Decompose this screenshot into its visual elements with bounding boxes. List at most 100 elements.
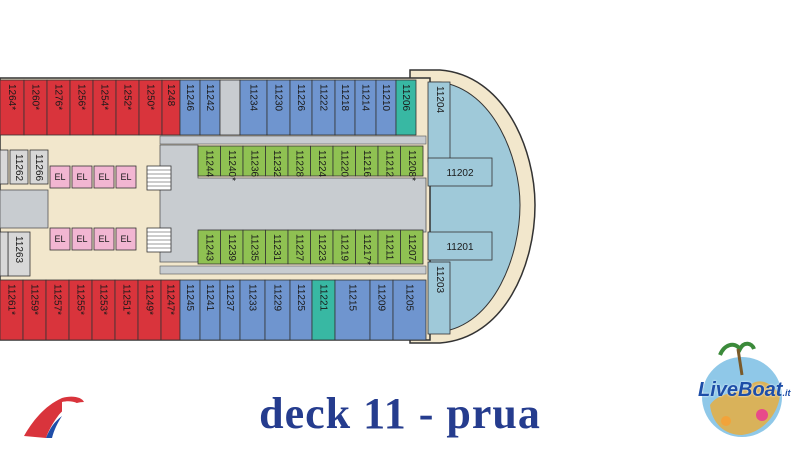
cabin-bottom-11[interactable]: 11233: [239, 279, 266, 341]
cabin-bottom-1[interactable]: 11259*: [22, 279, 47, 341]
cabin-bottom-8[interactable]: 11245: [179, 279, 201, 341]
cabin-inner-top-9[interactable]: 11208*: [400, 145, 424, 181]
elevator-box: [71, 227, 93, 251]
cabin-bottom-0[interactable]: 11261*: [0, 279, 24, 341]
cabin-number: 1264*: [6, 84, 17, 110]
cabin-top-8[interactable]: 11246: [179, 79, 201, 136]
cabin-left-2[interactable]: 11263: [7, 231, 31, 277]
cabin-inner-bottom-0[interactable]: 11243: [197, 229, 221, 265]
cabin-inner-bottom-8[interactable]: 11211: [377, 229, 401, 265]
cabin-number: 1248: [165, 84, 176, 107]
cabin-left-1[interactable]: 11266: [29, 149, 49, 185]
elevator-label: EL: [120, 234, 131, 244]
cabin-top-2[interactable]: 1276*: [46, 79, 71, 136]
cabin-number: 11205: [404, 284, 415, 312]
cabin-top-15[interactable]: 11218: [334, 79, 356, 136]
cabin-bottom-3[interactable]: 11255*: [68, 279, 93, 341]
cabin-inner-bottom-3[interactable]: 11231: [265, 229, 289, 265]
cabin-number: 11215: [347, 284, 358, 312]
cabin-number: 11241: [204, 284, 215, 312]
cabin-number: 1276*: [53, 84, 64, 110]
cabin-top-12[interactable]: 11230: [266, 79, 291, 136]
cabin-number: 11262: [13, 154, 24, 182]
cabin-top-17[interactable]: 11210: [375, 79, 397, 136]
cabin-number: 11235: [248, 234, 259, 262]
cabin-number: 11263: [13, 236, 24, 264]
cabin-bottom-17[interactable]: 11205: [392, 279, 427, 341]
cabin-bottom-15[interactable]: 11215: [334, 279, 371, 341]
cabin-bottom-16[interactable]: 11209: [369, 279, 394, 341]
elevator-bottom-0: EL: [49, 227, 71, 251]
cabin-inner-top-4[interactable]: 11228: [287, 145, 311, 178]
cabin-number: 11266: [33, 154, 44, 182]
cabin-number: 11206: [400, 84, 411, 112]
cabin-top-13[interactable]: 11226: [289, 79, 313, 136]
cabin-top-9[interactable]: 11242: [199, 79, 221, 136]
cabin-bottom-10[interactable]: 11237: [219, 279, 241, 341]
cabin-top-6[interactable]: 1250*: [138, 79, 163, 136]
liveboat-brand: LiveBoat: [698, 379, 783, 401]
cabin-top-18[interactable]: 11206: [395, 79, 417, 136]
cabin-top-5[interactable]: 1252*: [115, 79, 140, 136]
cabin-left-0[interactable]: 11262: [9, 149, 29, 185]
cabin-top-14[interactable]: 11222: [311, 79, 336, 136]
cabin-number: 11211: [383, 234, 394, 261]
cabin-inner-top-3[interactable]: 11232: [265, 145, 289, 178]
cabin-left-filler-bottom[interactable]: [0, 231, 9, 277]
cabin-bottom-13[interactable]: 11225: [289, 279, 313, 341]
cabin-top-10[interactable]: [219, 79, 241, 136]
cabin-top-4[interactable]: 1254*: [92, 79, 117, 136]
cabin-bottom-4[interactable]: 11253*: [91, 279, 116, 341]
elevator-box: [49, 227, 71, 251]
cabin-inner-top-8[interactable]: 11212: [377, 145, 401, 178]
elevator-box: [71, 165, 93, 189]
cabin-number: 11224: [316, 150, 327, 178]
cabin-inner-bottom-5[interactable]: 11223: [310, 229, 334, 265]
cabin-bow-0[interactable]: 11204: [427, 81, 451, 163]
cabin-inner-bottom-6[interactable]: 11219: [332, 229, 356, 265]
cabin-inner-bottom-4[interactable]: 11227: [287, 229, 311, 265]
cabin-box: [392, 279, 427, 341]
cabin-top-1[interactable]: 1260*: [23, 79, 48, 136]
cabin-inner-bottom-7[interactable]: 11217*: [355, 229, 379, 265]
cabin-number: 11247*: [165, 284, 176, 315]
cabin-inner-bottom-1[interactable]: 11239: [220, 229, 244, 265]
cabin-top-3[interactable]: 1256*: [69, 79, 94, 136]
cabin-inner-top-5[interactable]: 11224: [310, 145, 334, 178]
cabin-box: [29, 149, 49, 185]
cabin-inner-top-0[interactable]: 11244: [197, 145, 221, 178]
cabin-bottom-6[interactable]: 11249*: [137, 279, 162, 341]
cabin-left-filler-top[interactable]: [0, 149, 9, 185]
globe-icon: [702, 341, 782, 437]
cabin-number: 11245: [184, 284, 195, 312]
cabin-top-7[interactable]: 1248: [161, 79, 181, 136]
cabin-inner-top-2[interactable]: 11236: [242, 145, 266, 178]
cabin-bow-3[interactable]: 11203: [427, 261, 451, 335]
cabin-inner-top-7[interactable]: 11216: [355, 145, 379, 178]
elevator-box: [115, 165, 137, 189]
cabin-top-11[interactable]: 11234: [239, 79, 268, 136]
cabin-inner-top-6[interactable]: 11220: [332, 145, 356, 178]
cabin-number: 1252*: [122, 84, 133, 110]
elevator-label: EL: [98, 172, 109, 182]
cabin-bottom-2[interactable]: 11257*: [45, 279, 70, 341]
cabin-bottom-14[interactable]: 11221: [311, 279, 336, 341]
cabin-inner-top-1[interactable]: 11240*: [220, 145, 244, 181]
cabin-top-16[interactable]: 11214: [354, 79, 377, 136]
cabin-inner-bottom-9[interactable]: 11207: [400, 229, 424, 265]
cabin-bow-2[interactable]: 11201: [427, 231, 493, 261]
cabin-number: 11207: [406, 234, 417, 262]
cabin-bottom-7[interactable]: 11247*: [160, 279, 181, 341]
cabin-box: [427, 231, 493, 261]
cabin-number: 11202: [446, 168, 474, 179]
cabin-inner-bottom-2[interactable]: 11235: [242, 229, 266, 265]
cabin-top-0[interactable]: 1264*: [0, 79, 25, 136]
cabin-bottom-9[interactable]: 11241: [199, 279, 221, 341]
cabin-number: 11257*: [52, 284, 63, 315]
cabin-bow-1[interactable]: 11202: [427, 157, 493, 187]
cabin-bottom-5[interactable]: 11251*: [114, 279, 139, 341]
cabin-number: 11237: [224, 284, 235, 312]
cabin-bottom-12[interactable]: 11229: [264, 279, 291, 341]
cabin-number: 1254*: [99, 84, 110, 110]
cabin-box: [427, 157, 493, 187]
